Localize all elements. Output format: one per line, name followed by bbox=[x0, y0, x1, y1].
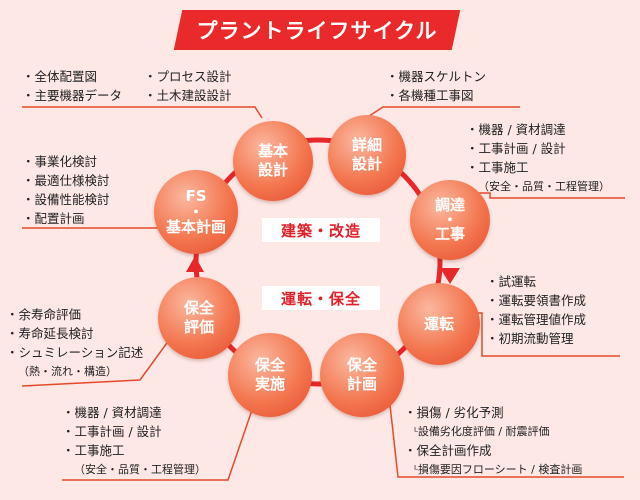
stage-hozen-keikaku: 保全 計画 bbox=[320, 333, 404, 417]
stage-label: 運転 bbox=[423, 314, 454, 333]
note-item: ・全体配置図 bbox=[22, 69, 98, 84]
note-item: ・配置計画 bbox=[22, 211, 85, 226]
stage-label: 詳細 bbox=[351, 136, 382, 154]
notes-fs: ・事業化検討 ・最適仕様検討 ・設備性能検討 ・配置計画 bbox=[22, 152, 110, 228]
notes-hozen-hyouka: ・余寿命評価 ・寿命延長検討 ・シュミレーション記述 （熱・流れ・構造） bbox=[6, 305, 143, 381]
notes-unten: ・試運転 ・運転要領書作成 ・運転管理値作成 ・初期流動管理 bbox=[486, 272, 586, 348]
page-title: プラントライフサイクル bbox=[196, 19, 438, 43]
note-item: ・工事施工 bbox=[466, 160, 529, 175]
stage-label: FS bbox=[185, 187, 207, 205]
note-item: ・工事計画 / 設計 bbox=[466, 141, 566, 156]
note-item: ・工事施工 bbox=[62, 443, 125, 458]
note-item: ・機器 / 資材調達 bbox=[466, 122, 566, 137]
stage-hozen-jisshi: 保全 実施 bbox=[228, 333, 312, 417]
notes-shousai: ・機器スケルトン ・各機種工事図 bbox=[386, 67, 486, 105]
notes-hozen-jisshi: ・機器 / 資材調達 ・工事計画 / 設計 ・工事施工 （安全・品質・工程管理） bbox=[62, 403, 206, 479]
stage-label: 保全 bbox=[346, 356, 377, 374]
stage-label: ・ bbox=[188, 203, 204, 221]
note-item: ・運転管理値作成 bbox=[486, 312, 587, 327]
stage-label: 保全 bbox=[183, 299, 214, 317]
stage-choutatsu-kouji: 調達 ・ 工事 bbox=[410, 180, 490, 260]
stage-label: 実施 bbox=[254, 375, 285, 393]
note-subitem: （熱・流れ・構造） bbox=[18, 365, 117, 378]
note-item: ・シュミレーション記述 bbox=[6, 345, 144, 360]
note-subitem: ᴸ損傷要因フローシート / 検査計画 bbox=[414, 463, 583, 476]
note-item: ・機器スケルトン bbox=[386, 69, 487, 84]
cycle-ring-line bbox=[193, 137, 443, 387]
stage-label: 設計 bbox=[257, 161, 288, 179]
notes-kihon: ・全体配置図 ・主要機器データ ・プロセス設計 ・土木建設設計 bbox=[22, 67, 232, 105]
note-item: ・試運転 bbox=[486, 274, 537, 289]
stage-unten: 運転 bbox=[398, 283, 480, 365]
note-item: ・機器 / 資材調達 bbox=[62, 405, 162, 420]
note-item: ・保全計画作成 bbox=[404, 443, 492, 458]
note-item: ・事業化検討 bbox=[22, 154, 98, 169]
note-item: ・主要機器データ bbox=[22, 88, 123, 103]
arrow-to-unten-icon bbox=[440, 268, 460, 284]
stage-label: 設計 bbox=[351, 155, 382, 173]
stage-label: 評価 bbox=[183, 318, 214, 336]
stage-label: 基本計画 bbox=[165, 218, 226, 236]
stage-label: 工事 bbox=[434, 225, 465, 243]
note-item: ・初期流動管理 bbox=[486, 331, 574, 346]
note-item: ・寿命延長検討 bbox=[6, 326, 94, 341]
stage-kihon-sekkei: 基本 設計 bbox=[233, 121, 313, 201]
note-item: ・土木建設設計 bbox=[144, 88, 232, 103]
leader-hozen-keikaku bbox=[389, 404, 624, 478]
stage-label: 調達 bbox=[434, 196, 465, 214]
note-subitem: ᴸ設備劣化度評価 / 耐震評価 bbox=[414, 425, 550, 438]
note-item: ・各機種工事図 bbox=[386, 88, 474, 103]
leader-hozen-jisshi bbox=[62, 409, 253, 481]
note-item: ・損傷 / 劣化予測 bbox=[404, 405, 504, 420]
band-kenchiku-kaizou: 建築・改造 bbox=[262, 218, 380, 242]
note-item: ・設備性能検討 bbox=[22, 192, 110, 207]
note-item: ・プロセス設計 bbox=[144, 69, 232, 84]
stage-hozen-hyouka: 保全 評価 bbox=[158, 277, 240, 359]
stage-label: 保全 bbox=[254, 356, 285, 374]
note-item: ・余寿命評価 bbox=[6, 307, 82, 322]
stage-label: 基本 bbox=[257, 142, 288, 160]
notes-hozen-keikaku: ・損傷 / 劣化予測 ᴸ設備劣化度評価 / 耐震評価 ・保全計画作成 ᴸ損傷要因… bbox=[404, 403, 582, 479]
arrow-to-fs-icon bbox=[186, 256, 204, 272]
band-unten-hozen: 運転・保全 bbox=[262, 286, 380, 310]
note-item: ・工事計画 / 設計 bbox=[62, 424, 162, 439]
stage-fs-kihon-keikaku: FS ・ 基本計画 bbox=[154, 170, 238, 254]
stage-shousai-sekkei: 詳細 設計 bbox=[328, 115, 406, 195]
note-item: ・運転要領書作成 bbox=[486, 293, 587, 308]
stage-label: 計画 bbox=[346, 375, 377, 393]
notes-choutatsu: ・機器 / 資材調達 ・工事計画 / 設計 ・工事施工 （安全・品質・工程管理） bbox=[466, 120, 610, 196]
note-item: ・最適仕様検討 bbox=[22, 173, 110, 188]
leader-kihon bbox=[22, 106, 263, 119]
note-subitem: （安全・品質・工程管理） bbox=[74, 463, 206, 476]
stage-label: ・ bbox=[442, 211, 458, 229]
note-subitem: （安全・品質・工程管理） bbox=[478, 180, 610, 193]
